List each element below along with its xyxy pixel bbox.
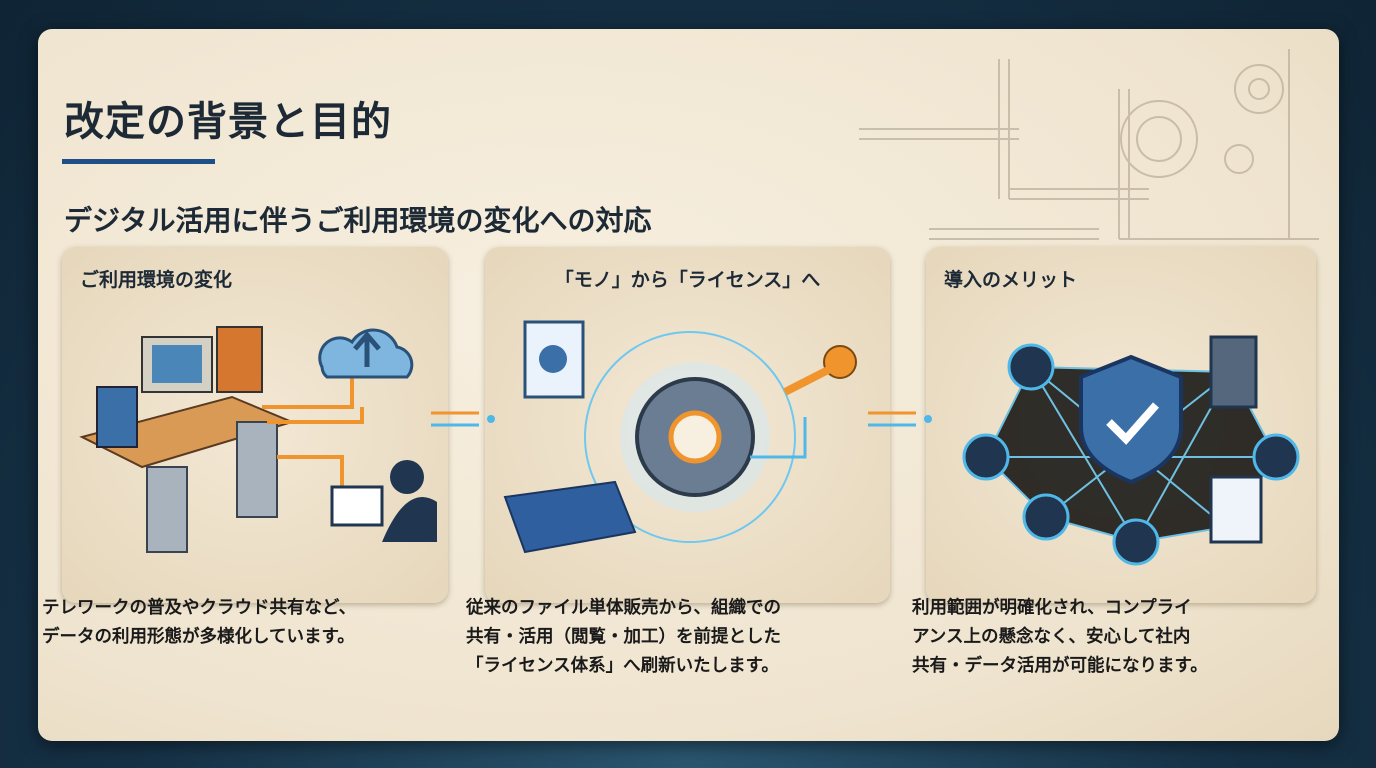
desc-line: 共有・データ活用が可能になります。 bbox=[912, 656, 1208, 676]
desc-line: アンス上の懸念なく、安心して社内 bbox=[912, 627, 1191, 647]
desc-line: 「ライセンス体系」へ刷新いたします。 bbox=[466, 656, 779, 676]
desk-cloud-laptop-illustration bbox=[79, 326, 437, 553]
panel-heading: 導入のメリット bbox=[944, 269, 1078, 291]
panel-description-3: 利用範囲が明確化され、コンプライ アンス上の懸念なく、安心して社内 共有・データ… bbox=[912, 594, 1208, 681]
panel-heading: 「モノ」から「ライセンス」へ bbox=[554, 269, 821, 291]
panel-description-1: テレワークの普及やクラウド共有など、 データの利用形態が多様化しています。 bbox=[42, 594, 356, 652]
desc-line: 共有・活用（閲覧・加工）を前提とした bbox=[466, 627, 781, 647]
gear-key-illustration bbox=[503, 320, 857, 554]
panel-heading: ご利用環境の変化 bbox=[80, 269, 233, 291]
network-shield-illustration bbox=[962, 335, 1300, 566]
subtitle: デジタル活用に伴うご利用環境の変化への対応 bbox=[64, 204, 652, 237]
slide: 改定の背景と目的 デジタル活用に伴うご利用環境の変化への対応 ご利用環境の変化 … bbox=[38, 29, 1339, 741]
page-title: 改定の背景と目的 bbox=[64, 99, 392, 145]
desc-line: 利用範囲が明確化され、コンプライ bbox=[912, 598, 1192, 618]
desc-line: テレワークの普及やクラウド共有など、 bbox=[42, 598, 357, 618]
panel-license-shift: 「モノ」から「ライセンス」へ bbox=[485, 247, 890, 603]
desc-line: データの利用形態が多様化しています。 bbox=[42, 627, 355, 647]
desc-line: 従来のファイル単体販売から、組織での bbox=[466, 598, 781, 618]
panel-description-2: 従来のファイル単体販売から、組織での 共有・活用（閲覧・加工）を前提とした 「ラ… bbox=[466, 594, 781, 681]
flow-arrow-2 bbox=[868, 411, 932, 427]
title-underline bbox=[62, 159, 215, 164]
pipes-decoration bbox=[859, 49, 1319, 240]
panel-benefits: 導入のメリット bbox=[926, 247, 1316, 603]
panel-environment-change: ご利用環境の変化 bbox=[62, 247, 448, 603]
flow-arrow-1 bbox=[431, 411, 495, 427]
